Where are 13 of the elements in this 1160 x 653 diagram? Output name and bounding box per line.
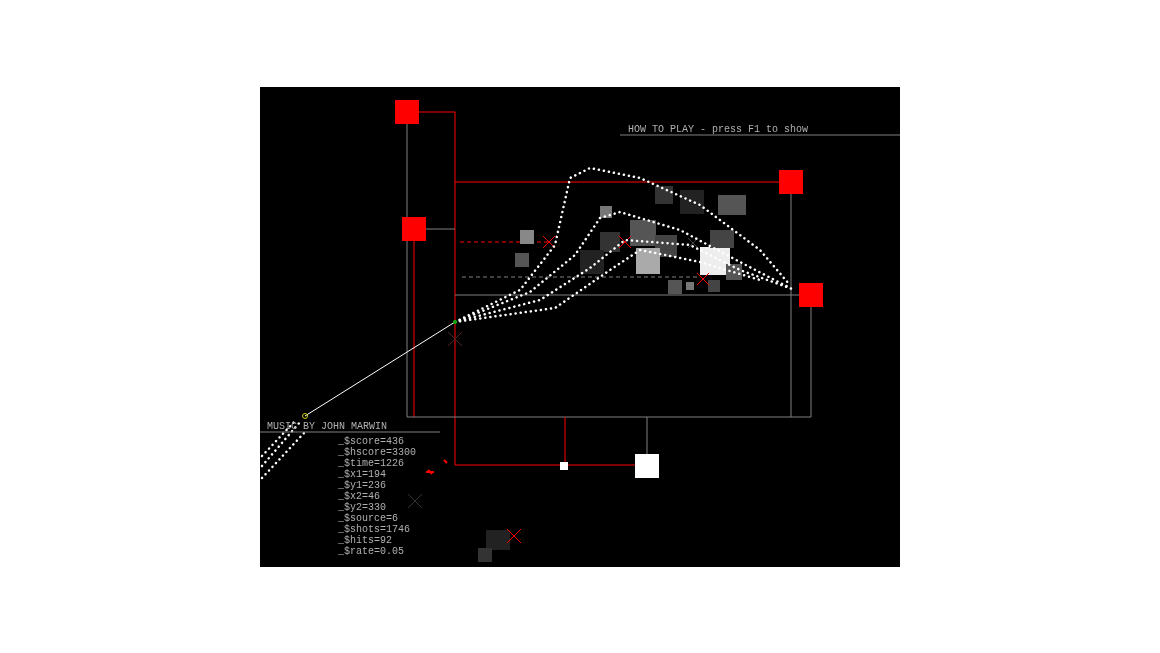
debug-variable-text: _$time=1226	[338, 458, 404, 469]
debug-variable-text: _$score=436	[338, 436, 404, 447]
debug-variable-text: _$x1=194	[338, 469, 386, 480]
help-hint-text: HOW TO PLAY - press F1 to show	[628, 124, 809, 135]
debug-variable-text: _$source=6	[338, 513, 398, 524]
debug-variable-text: _$hscore=3300	[338, 447, 416, 458]
debug-variable-text: _$hits=92	[338, 535, 392, 546]
debug-variable-text: _$rate=0.05	[338, 546, 404, 557]
debug-variable-text: _$shots=1746	[338, 524, 410, 535]
music-credit-text: MUSIC BY JOHN MARWIN	[267, 421, 388, 432]
debug-variable-text: _$x2=46	[338, 491, 380, 502]
debug-variable-text: _$y1=236	[338, 480, 386, 491]
debug-variable-text: _$y2=330	[338, 502, 386, 513]
